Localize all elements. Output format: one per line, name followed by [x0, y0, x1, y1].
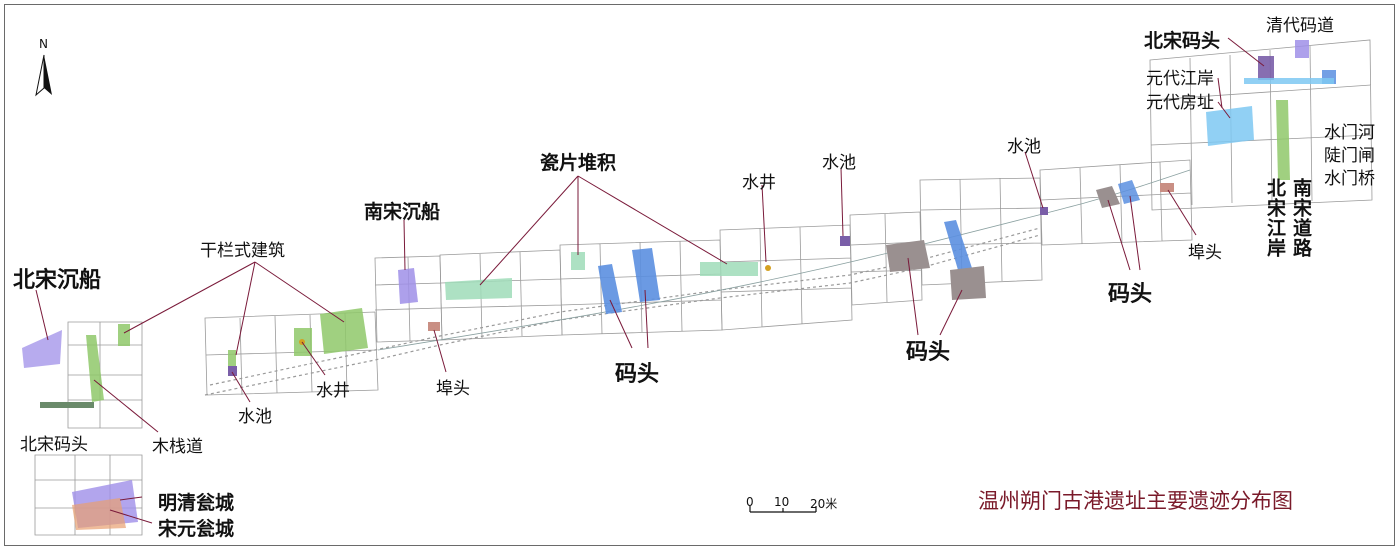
label-bei-song-matou-left: 北宋码头: [20, 435, 88, 455]
features: [22, 40, 1336, 530]
ma-tou-2-shape-a: [886, 240, 930, 272]
bei-song-matou-right-shape: [1258, 56, 1274, 80]
label-ming-qing-ciceng: 明清瓮城: [158, 492, 235, 514]
yuan-dai-jiangan-shape: [1206, 106, 1254, 146]
shui-chi-1-shape: [228, 366, 237, 376]
label-gan-lan: 干栏式建筑: [200, 241, 285, 261]
north-arrow-icon: [35, 54, 52, 97]
bu-tou-2-shape: [1160, 183, 1174, 192]
label-bei-song-chenchuan: 北宋沉船: [13, 268, 102, 293]
label-bei-song-jiangan: 北宋江岸: [1264, 178, 1286, 258]
label-shui-men-he: 水门河: [1324, 123, 1375, 143]
label-bu-tou-1: 埠头: [436, 379, 470, 399]
gan-lan-shape: [320, 308, 368, 354]
nan-song-chenchuan-shape: [398, 268, 418, 304]
scale-tick-0: 0: [746, 495, 754, 509]
scale-bar-icon: [749, 506, 817, 513]
bu-tou-1-shape: [428, 322, 440, 331]
leader-lines: [35, 37, 1265, 524]
ci-pian-shape-2: [571, 252, 585, 270]
bei-song-chenchuan-shape: [22, 330, 62, 368]
label-ma-tou-1: 码头: [615, 362, 660, 387]
label-song-yuan-ciceng: 宋元瓮城: [158, 518, 235, 540]
label-shui-jing-1: 水井: [316, 381, 350, 401]
label-shui-chi-3: 水池: [1007, 137, 1041, 157]
label-ma-tou-3: 码头: [1108, 282, 1153, 307]
label-yuan-dai-fangzhi: 元代房址: [1146, 93, 1214, 113]
bei-song-jiangan-shape: [1276, 100, 1290, 180]
label-bei-song-matou-right: 北宋码头: [1144, 30, 1221, 52]
label-bu-tou-2: 埠头: [1188, 243, 1222, 263]
ma-tou-1-shape-b: [632, 248, 660, 302]
song-yuan-ciceng-shape: [72, 498, 126, 530]
scale-tick-10: 10: [774, 495, 790, 509]
survey-grid: [34, 39, 1373, 536]
mu-zhandao-shape: [86, 335, 104, 402]
shui-jing-2-shape: [765, 265, 771, 271]
ma-tou-3-shape-b: [1118, 180, 1140, 204]
ma-tou-1-shape-a: [598, 264, 622, 314]
ci-pian-shape-3: [700, 262, 758, 276]
scale-tick-20: 20米: [810, 497, 838, 511]
gray-feature-1: [40, 402, 94, 408]
ma-tou-2-shape-b: [944, 220, 972, 270]
label-shui-jing-2: 水井: [742, 173, 776, 193]
label-mu-zhandao: 木栈道: [152, 437, 203, 457]
label-qing-dai-madao: 清代码道: [1266, 16, 1334, 36]
label-yuan-dai-jiangan: 元代江岸: [1146, 69, 1214, 89]
shui-chi-2-shape: [840, 236, 850, 246]
label-nan-song-daolu: 南宋道路: [1290, 178, 1312, 258]
label-shui-men-qiao: 水门桥: [1324, 169, 1375, 189]
ma-tou-2-shape-c: [950, 266, 986, 300]
label-ci-pian: 瓷片堆积: [540, 152, 617, 174]
label-nan-song-chenchuan: 南宋沉船: [364, 201, 441, 223]
green-feature-1: [118, 324, 130, 346]
qing-dai-madao-shape: [1295, 40, 1309, 58]
label-shui-chi-2: 水池: [822, 153, 856, 173]
label-ma-tou-2: 码头: [906, 340, 951, 365]
label-shui-chi-1: 水池: [238, 407, 272, 427]
map-title: 温州朔门古港遗址主要遗迹分布图: [978, 489, 1293, 513]
ma-tou-3-shape-a: [1096, 186, 1120, 208]
green-feature-2: [228, 350, 236, 368]
label-dou-men-zha: 陡门闸: [1324, 146, 1375, 166]
cyan-channel: [1244, 78, 1334, 84]
ci-pian-shape-1: [445, 278, 512, 300]
north-label: N: [39, 37, 48, 51]
shui-chi-3-shape: [1040, 207, 1048, 215]
